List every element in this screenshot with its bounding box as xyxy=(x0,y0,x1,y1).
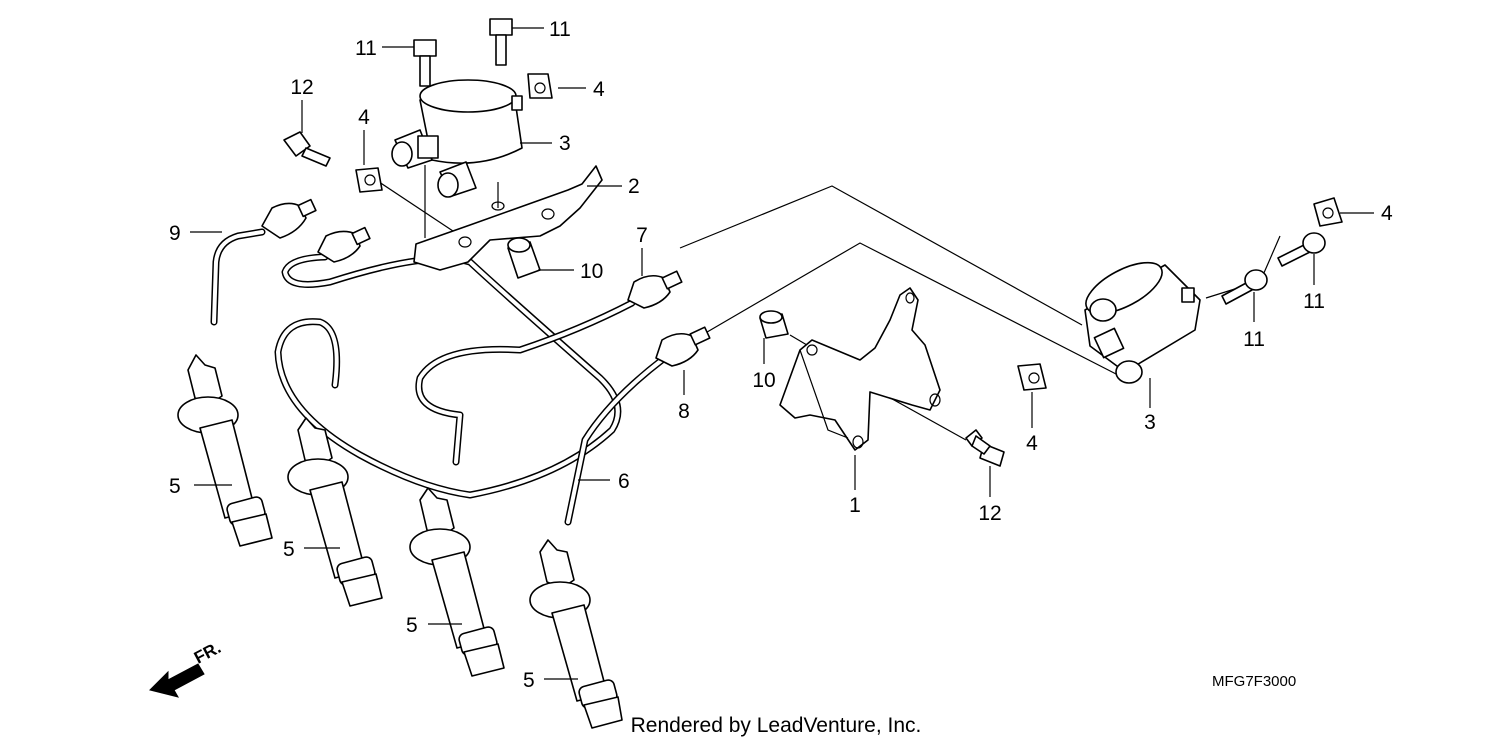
callout-5-d: 5 xyxy=(523,669,535,692)
collar-10-right xyxy=(759,310,789,339)
bolt-11-top-right xyxy=(489,18,513,66)
callout-12-right: 12 xyxy=(978,502,1001,525)
spark-plug-cap-5-d xyxy=(529,539,623,729)
cable-boot-left-coil xyxy=(317,226,371,263)
callout-5-c: 5 xyxy=(406,614,418,637)
callout-leaders xyxy=(190,27,1374,680)
callout-6: 6 xyxy=(618,470,630,493)
bolt-11-top-left xyxy=(413,39,437,87)
callout-9: 9 xyxy=(169,222,181,245)
spark-plug-cap-5-c xyxy=(409,487,505,677)
flange-bolt-12-left xyxy=(283,131,331,167)
ignition-coil-left xyxy=(391,79,523,198)
clip-nut-4-lower-right xyxy=(1017,363,1047,391)
callout-10-right: 10 xyxy=(752,369,775,392)
spark-plug-cap-5-a xyxy=(177,354,273,547)
clip-nut-4-top xyxy=(527,73,553,99)
callout-2: 2 xyxy=(628,175,640,198)
front-label: FR. xyxy=(191,638,224,668)
cable-boot-7 xyxy=(627,270,683,309)
callout-3-left: 3 xyxy=(559,132,571,155)
clip-nut-4-left xyxy=(355,167,383,193)
spark-plug-cap-5-b xyxy=(287,417,383,607)
callout-12-left: 12 xyxy=(290,76,313,99)
ignition-wires xyxy=(210,228,666,526)
callout-7: 7 xyxy=(636,224,648,247)
callout-5-b: 5 xyxy=(283,538,295,561)
callout-10-left: 10 xyxy=(580,260,603,283)
callout-1: 1 xyxy=(849,494,861,517)
coil-bracket-2 xyxy=(413,165,603,271)
callout-11-top-left: 11 xyxy=(355,37,377,60)
cable-boot-8 xyxy=(655,326,711,367)
cable-boot-9 xyxy=(261,198,317,239)
callout-8: 8 xyxy=(678,400,690,423)
flange-bolt-12-right xyxy=(965,429,1005,467)
callouts: 1 2 3 3 4 4 4 4 5 5 5 5 6 7 8 9 10 10 11… xyxy=(169,18,1393,692)
callout-4-upper-right: 4 xyxy=(1381,202,1393,225)
front-direction-marker: FR. xyxy=(149,638,224,698)
ignition-coil-right xyxy=(1084,261,1201,384)
callout-3-right: 3 xyxy=(1144,411,1156,434)
bolt-11-right-upper xyxy=(1277,232,1326,267)
callout-11-right-upper: 11 xyxy=(1303,290,1325,313)
callout-4-lower-right: 4 xyxy=(1026,432,1038,455)
callout-11-top-right: 11 xyxy=(549,18,571,41)
callout-4-left: 4 xyxy=(358,106,370,129)
clip-nut-4-upper-right xyxy=(1313,197,1343,227)
callout-5-a: 5 xyxy=(169,475,181,498)
coil-bracket-1 xyxy=(779,287,941,451)
collar-10-left xyxy=(507,237,541,279)
callout-11-right-lower: 11 xyxy=(1243,328,1265,351)
bolt-11-right-lower xyxy=(1221,269,1268,305)
diagram-code: MFG7F3000 xyxy=(1212,673,1296,690)
callout-4-top: 4 xyxy=(593,78,605,101)
front-arrow-icon xyxy=(149,663,205,698)
credit-text: Rendered by LeadVenture, Inc. xyxy=(630,714,922,737)
